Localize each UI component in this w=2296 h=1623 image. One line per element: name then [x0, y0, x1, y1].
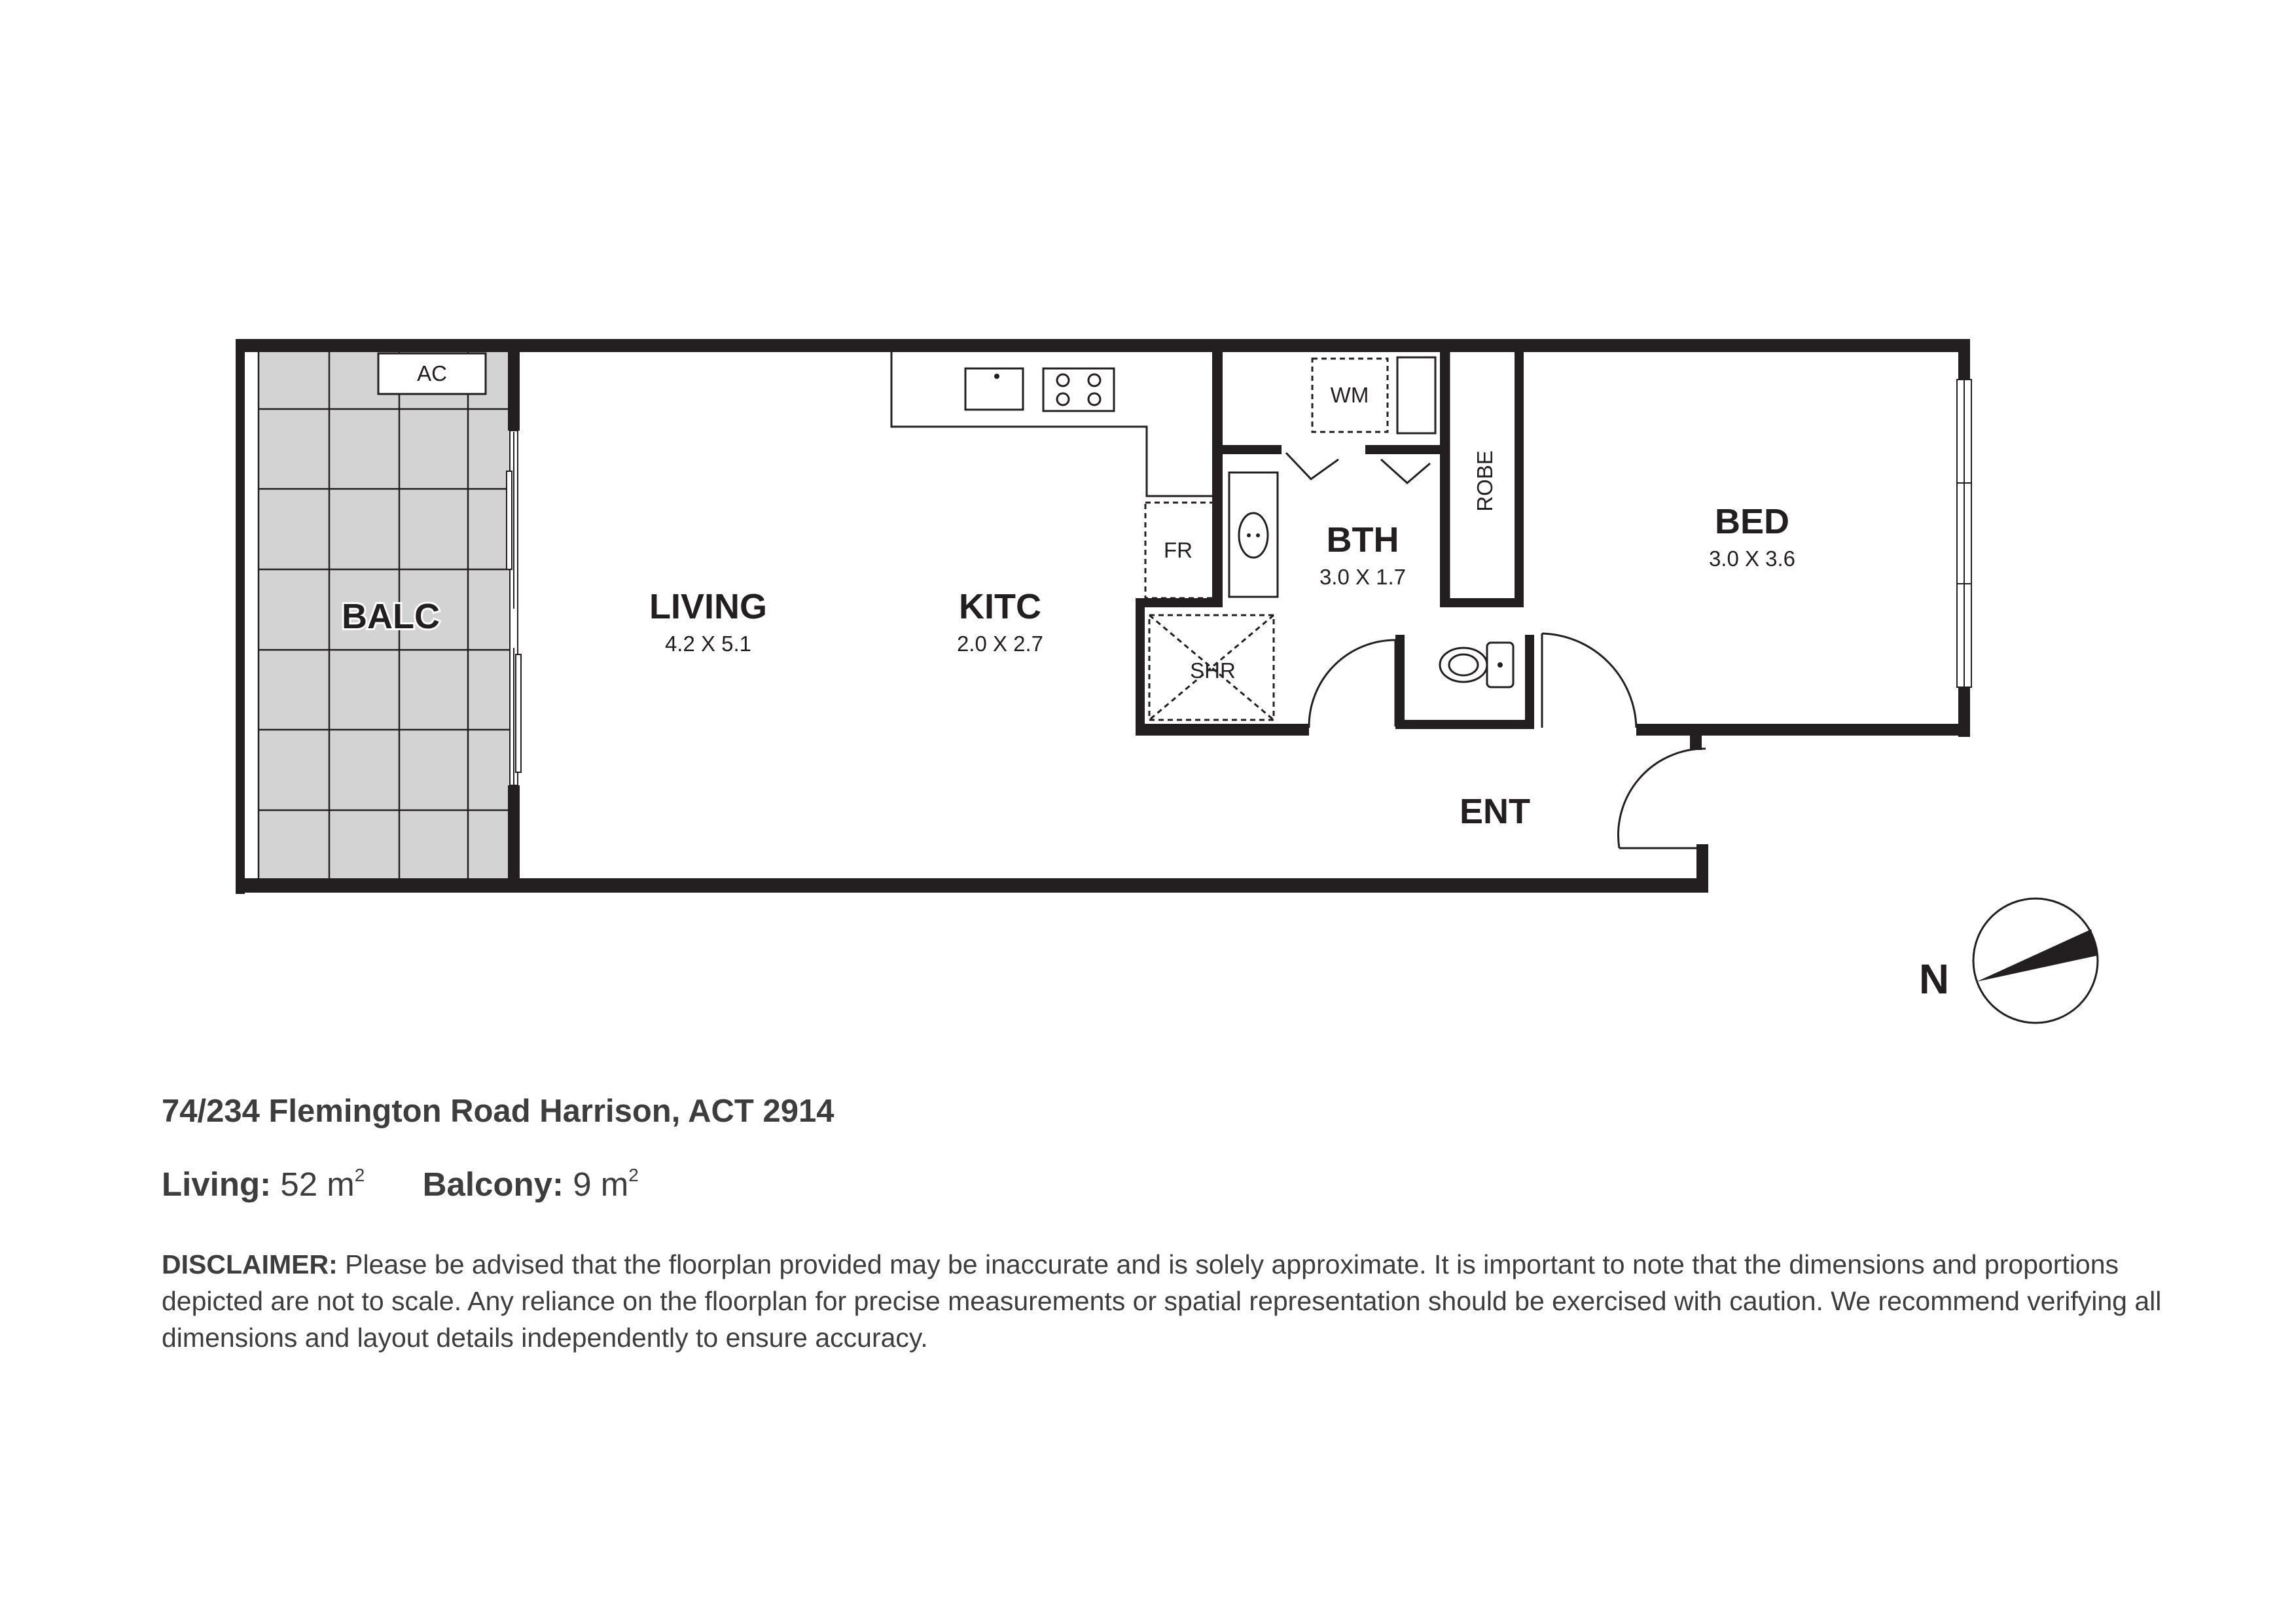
- vanity: [1228, 471, 1279, 598]
- balc-name: BALC: [342, 597, 440, 636]
- robe: ROBE: [1448, 352, 1515, 598]
- entry-door: [1617, 747, 1706, 849]
- fridge: FR: [1144, 501, 1215, 599]
- kitc-name: KITC: [959, 587, 1041, 626]
- north-arrow-icon: [1977, 929, 2098, 982]
- balcony-area-unit: 2: [628, 1165, 639, 1185]
- balcony-area-label: Balcony:: [422, 1166, 564, 1203]
- bed-name: BED: [1715, 502, 1789, 541]
- fridge-label: FR: [1164, 538, 1193, 562]
- doors: [1308, 632, 1706, 849]
- bath-cabinet-doors: [1285, 452, 1431, 484]
- kitchen-bench: [890, 352, 1214, 497]
- property-address: 74/234 Flemington Road Harrison, ACT 291…: [162, 1094, 834, 1129]
- bth-name: BTH: [1327, 520, 1399, 560]
- compass-label: N: [1919, 955, 1949, 1003]
- balcony-sliding-door: [506, 430, 522, 786]
- bed-dims: 3.0 X 3.6: [1709, 546, 1795, 571]
- cooktop-icon: [1042, 367, 1115, 412]
- toilet-icon: [1439, 641, 1515, 688]
- living-area-unit: 2: [354, 1165, 365, 1185]
- shower: SHR: [1148, 614, 1275, 721]
- washing-machine: WM: [1311, 357, 1389, 433]
- living-dims: 4.2 X 5.1: [665, 632, 751, 656]
- sink-icon: [964, 367, 1024, 411]
- bath-door: [1308, 639, 1396, 728]
- living-area-value: 52 m: [280, 1166, 355, 1203]
- ac-label: AC: [417, 361, 447, 385]
- kitc-dims: 2.0 X 2.7: [957, 632, 1043, 656]
- disclaimer-text: Please be advised that the floorplan pro…: [162, 1249, 2162, 1353]
- ent-name: ENT: [1460, 792, 1530, 831]
- ac-unit: AC: [377, 352, 487, 395]
- compass: N: [1919, 897, 2099, 1024]
- basin-icon: [1238, 512, 1269, 559]
- living-area-label: Living:: [162, 1166, 272, 1203]
- bed-door: [1541, 632, 1638, 728]
- robe-label: ROBE: [1473, 450, 1497, 512]
- dryer-unit: [1396, 356, 1437, 435]
- shower-label: SHR: [1190, 658, 1236, 683]
- wm-label: WM: [1331, 383, 1369, 407]
- disclaimer: DISCLAIMER: Please be advised that the f…: [162, 1246, 2204, 1356]
- living-name: LIVING: [649, 587, 767, 626]
- area-summary: Living: 52 m2 Balcony: 9 m2: [162, 1165, 639, 1204]
- balcony-area-value: 9 m: [573, 1166, 629, 1203]
- bedroom-window: [1956, 379, 1972, 688]
- disclaimer-label: DISCLAIMER:: [162, 1249, 338, 1279]
- bth-dims: 3.0 X 1.7: [1319, 565, 1406, 589]
